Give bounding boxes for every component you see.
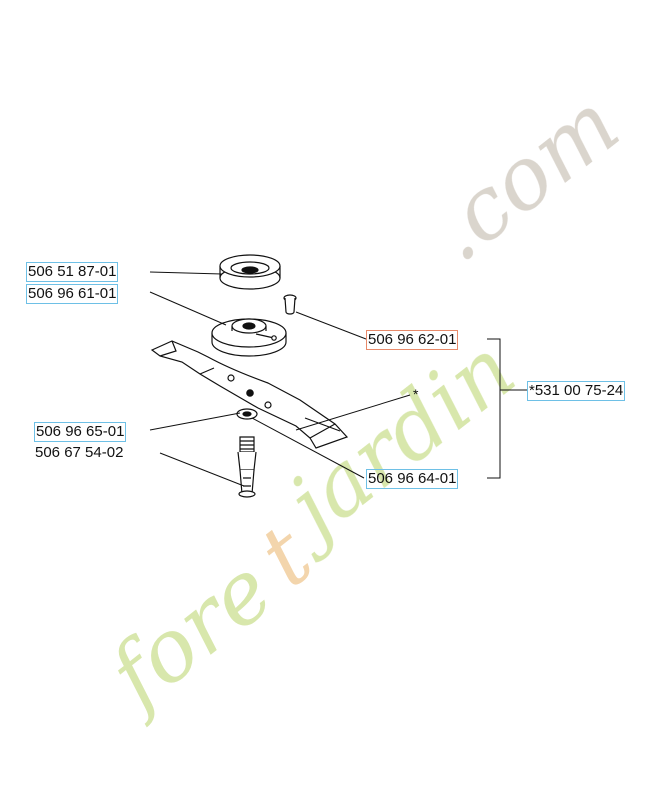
part-label-506-96-61-01[interactable]: 506 96 61-01 <box>26 284 119 304</box>
leader-lines <box>149 271 527 487</box>
hub-part <box>211 318 287 357</box>
part-label-506-96-65-01[interactable]: 506 96 65-01 <box>34 422 127 442</box>
washer-part <box>236 408 258 420</box>
part-label-531-00-75-24[interactable]: *531 00 75-24 <box>527 381 626 401</box>
cup-part <box>219 254 281 290</box>
part-label-506-67-54-02[interactable]: 506 67 54-02 <box>35 444 124 461</box>
part-label-506-96-62-01[interactable]: 506 96 62-01 <box>366 330 459 350</box>
part-label-506-96-64-01[interactable]: 506 96 64-01 <box>366 469 459 489</box>
pin-part <box>283 294 297 315</box>
bolt-part <box>237 436 257 498</box>
part-label-506-51-87-01[interactable]: 506 51 87-01 <box>26 262 119 282</box>
blade-part <box>150 340 349 449</box>
asterisk-marker: * <box>413 386 419 402</box>
